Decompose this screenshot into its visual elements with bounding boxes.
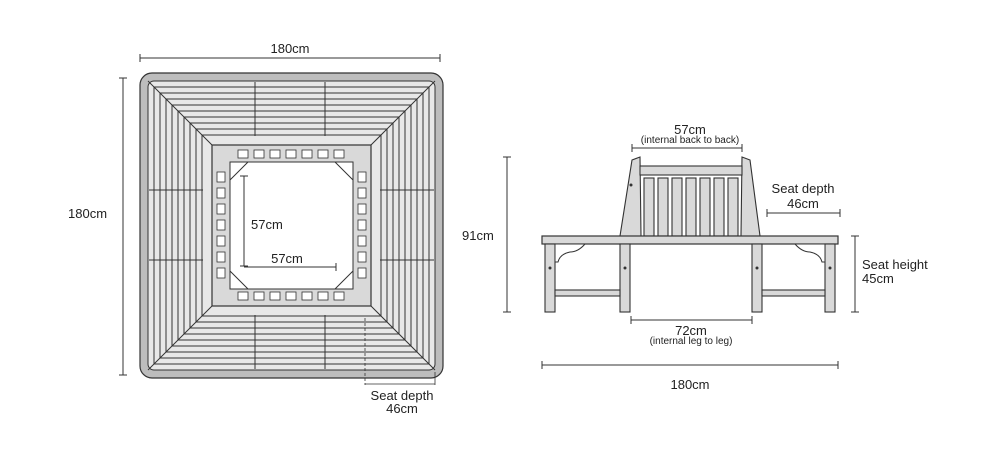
backrest-spindles <box>216 149 367 301</box>
leg-to-leg-note: (internal leg to leg) <box>649 336 733 347</box>
side-seat <box>541 235 839 245</box>
side-seat-depth-value: 46cm <box>787 196 819 211</box>
back-to-back-note: (internal back to back) <box>640 135 740 146</box>
inner-vertical-label: 57cm <box>251 217 283 232</box>
seat-depth-callout-top <box>364 318 436 385</box>
top-width-label: 180cm <box>270 41 310 56</box>
side-legs <box>544 243 836 313</box>
top-height-label: 180cm <box>68 206 108 221</box>
inner-horizontal-label: 57cm <box>271 251 303 266</box>
back-to-back-value: 57cm <box>674 122 706 137</box>
slat-joints <box>149 82 434 369</box>
side-bolts <box>548 183 832 270</box>
top-seat-depth-title: Seat depth <box>370 388 434 403</box>
side-brackets <box>554 243 826 263</box>
seat-height-title: Seat height <box>862 257 928 272</box>
side-height-label: 91cm <box>462 228 494 243</box>
leg-to-leg-value: 72cm <box>675 323 707 338</box>
top-seat-depth-value: 46cm <box>386 401 418 416</box>
seat-slats <box>153 86 430 365</box>
corner-mitres <box>147 80 436 371</box>
side-seat-depth-title: Seat depth <box>771 181 835 196</box>
side-backrest <box>619 156 761 237</box>
seat-height-value: 45cm <box>862 271 894 286</box>
inner-opening <box>229 161 354 290</box>
side-width-label: 180cm <box>670 377 710 392</box>
